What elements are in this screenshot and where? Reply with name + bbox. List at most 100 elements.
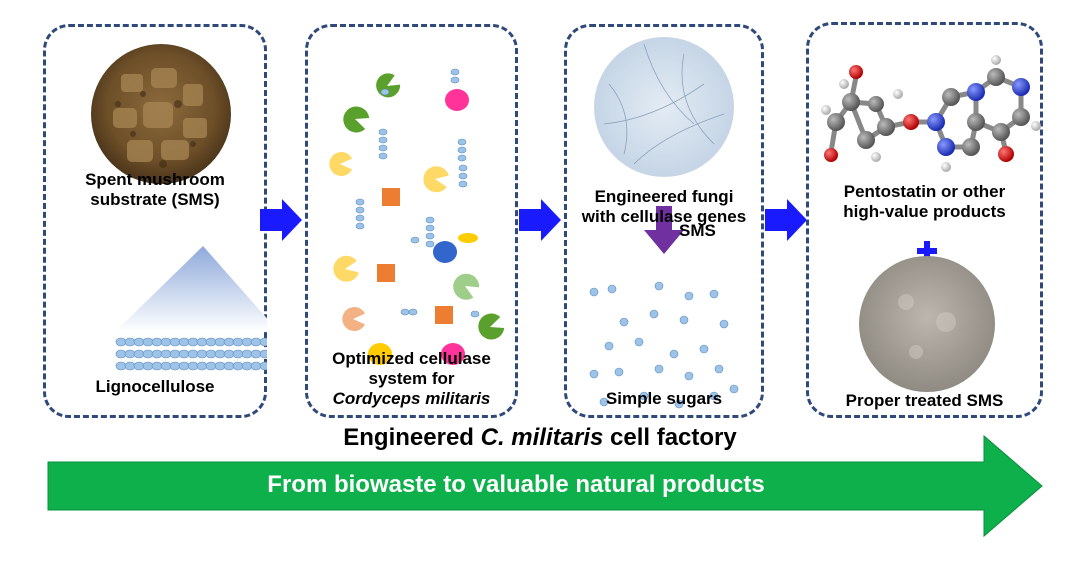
cellulose-unit bbox=[205, 349, 217, 359]
cellulose-unit bbox=[241, 349, 253, 359]
products-title-line1: Pentostatin or other bbox=[843, 182, 1006, 201]
sugar-molecule bbox=[709, 289, 719, 299]
factory-species: C. militaris bbox=[480, 424, 604, 451]
cellulose-unit bbox=[142, 349, 154, 359]
panel-spent-substrate: Spent mushroom substrate (SMS) Lignocell… bbox=[43, 24, 267, 418]
cellulose-unit bbox=[142, 361, 154, 371]
sugar-molecule bbox=[709, 391, 719, 401]
oligosaccharide-unit bbox=[355, 214, 365, 222]
sugar-molecule bbox=[714, 364, 724, 374]
sugar-molecule bbox=[719, 319, 729, 329]
cellulose-unit bbox=[160, 337, 172, 347]
panel-engineered-fungi: Engineered fungi with cellulase genes SM… bbox=[564, 24, 764, 418]
sugar-molecule bbox=[604, 341, 614, 351]
sugar-molecule bbox=[634, 337, 644, 347]
lignocellulose-label: Lignocellulose bbox=[95, 377, 215, 396]
oligosaccharide-unit bbox=[457, 146, 467, 154]
oligosaccharide-unit bbox=[425, 232, 435, 240]
oligosaccharide-unit bbox=[410, 236, 420, 244]
enzyme-pacman bbox=[376, 73, 401, 98]
oligosaccharide-unit bbox=[457, 154, 467, 162]
oligosaccharide-unit bbox=[458, 172, 468, 180]
cellulose-unit bbox=[115, 361, 127, 371]
oligosaccharide-unit bbox=[378, 152, 388, 160]
factory-prefix: Engineered bbox=[343, 424, 481, 451]
cellulose-unit bbox=[259, 361, 267, 371]
sugar-molecule bbox=[614, 367, 624, 377]
cellulose-unit bbox=[160, 361, 172, 371]
panel-products: Pentostatin or other high-value products… bbox=[806, 22, 1043, 418]
oligosaccharide-unit bbox=[458, 164, 468, 172]
cellulose-unit bbox=[151, 349, 163, 359]
oligosaccharide-unit bbox=[425, 216, 435, 224]
enzyme-blob bbox=[368, 343, 392, 365]
banner-text: From biowaste to valuable natural produc… bbox=[267, 471, 765, 498]
cellulose-unit bbox=[151, 361, 163, 371]
flow-arrow-1 bbox=[260, 199, 302, 241]
cellulose-unit bbox=[151, 337, 163, 347]
cellulose-unit bbox=[187, 361, 199, 371]
sugar-molecule bbox=[599, 397, 609, 407]
sugar-molecule bbox=[729, 384, 739, 394]
cellulose-unit bbox=[124, 361, 136, 371]
flow-arrow-3 bbox=[765, 199, 807, 241]
cellulose-unit bbox=[205, 361, 217, 371]
cellulase-caption-line2: system for bbox=[368, 369, 455, 388]
cellulose-unit bbox=[214, 361, 226, 371]
sms-photo bbox=[91, 44, 267, 371]
enzyme-pacman bbox=[333, 255, 359, 282]
sugar-molecule bbox=[684, 371, 694, 381]
sugar-molecule bbox=[679, 315, 689, 325]
sugar-molecule bbox=[674, 399, 684, 409]
oligosaccharide-unit bbox=[378, 128, 388, 136]
enzyme-illustration bbox=[329, 68, 505, 365]
cellulose-unit bbox=[187, 349, 199, 359]
cellulose-unit bbox=[196, 361, 208, 371]
cellulose-unit bbox=[241, 337, 253, 347]
enzyme-blob bbox=[433, 241, 457, 263]
oligosaccharide-unit bbox=[378, 144, 388, 152]
enzyme-pacman bbox=[423, 166, 449, 193]
cellulose-unit bbox=[259, 349, 267, 359]
oligosaccharide-unit bbox=[450, 68, 460, 76]
enzyme-blob bbox=[458, 233, 478, 243]
sugar-molecule bbox=[589, 369, 599, 379]
cellulose-unit bbox=[187, 337, 199, 347]
cellulose-unit bbox=[196, 349, 208, 359]
cellulose-unit bbox=[142, 337, 154, 347]
sugar-molecule bbox=[699, 344, 709, 354]
cellulose-unit bbox=[160, 349, 172, 359]
oligosaccharide-unit bbox=[425, 224, 435, 232]
sugar-molecule bbox=[684, 291, 694, 301]
oligosaccharide-unit bbox=[470, 310, 480, 318]
enzyme-square bbox=[382, 188, 400, 206]
cellulose-unit bbox=[178, 337, 190, 347]
cellulase-caption-line3: Cordyceps militaris bbox=[332, 389, 491, 408]
oligosaccharide-unit bbox=[450, 76, 460, 84]
cellulose-unit bbox=[259, 337, 267, 347]
sugar-molecule bbox=[649, 309, 659, 319]
sugar-molecule bbox=[589, 287, 599, 297]
cellulose-unit bbox=[205, 337, 217, 347]
enzyme-square bbox=[377, 264, 395, 282]
enzyme-square bbox=[435, 306, 453, 324]
sms-title-line1: Spent mushroom bbox=[85, 170, 225, 189]
cellulose-unit bbox=[241, 361, 253, 371]
cellulose-unit bbox=[133, 349, 145, 359]
oligosaccharide-unit bbox=[378, 136, 388, 144]
cellulose-unit bbox=[169, 337, 181, 347]
sugar-molecule bbox=[654, 364, 664, 374]
cellulose-unit bbox=[250, 337, 262, 347]
cell-factory-title: Engineered C. militaris cell factory bbox=[0, 424, 1080, 452]
enzyme-pacman bbox=[329, 152, 352, 176]
cellulose-unit bbox=[133, 361, 145, 371]
oligosaccharide-unit bbox=[408, 308, 418, 316]
oligosaccharide-unit bbox=[355, 198, 365, 206]
cellulose-unit bbox=[169, 361, 181, 371]
cellulose-unit bbox=[250, 349, 262, 359]
cellulase-caption-line1: Optimized cellulase bbox=[332, 349, 491, 368]
fungi-illustration bbox=[589, 37, 739, 409]
panel-cellulase-system: Optimized cellulase system for Cordyceps… bbox=[305, 24, 518, 418]
cellulose-unit bbox=[214, 337, 226, 347]
oligosaccharide-unit bbox=[380, 88, 390, 96]
